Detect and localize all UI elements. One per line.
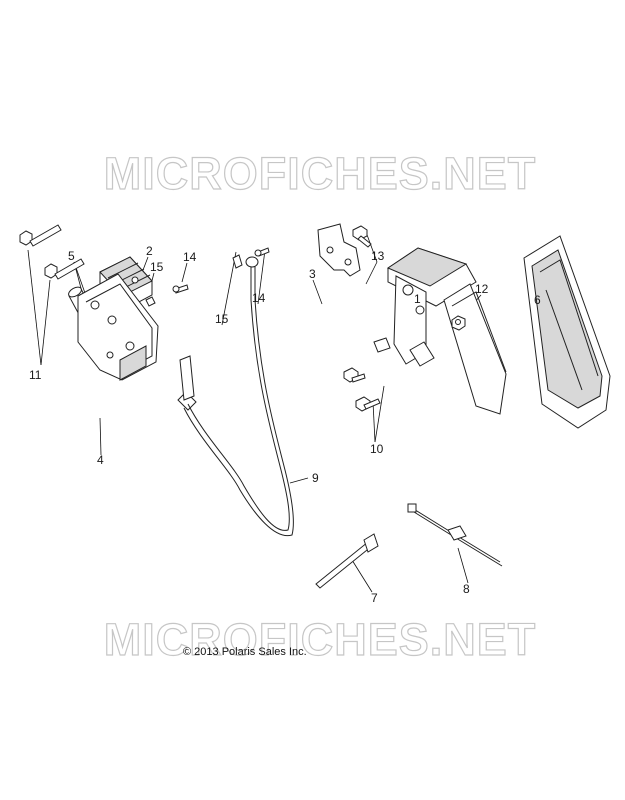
copyright-notice: © 2013 Polaris Sales Inc. (183, 646, 307, 658)
callout-2: 2 (146, 244, 153, 258)
callout-14a: 14 (183, 250, 197, 264)
part-8-harness (407, 503, 503, 567)
part-9-cable (177, 256, 294, 537)
watermark-top: MICROFICHES.NET (103, 147, 537, 199)
part-13-bolts (343, 225, 381, 412)
part-11-bolts (19, 224, 85, 280)
part-7-rod (315, 533, 379, 589)
part-12-nut (451, 315, 466, 331)
callout-15b: 15 (215, 312, 229, 326)
callout-13: 13 (371, 249, 385, 263)
callout-9: 9 (312, 471, 319, 485)
callout-10: 10 (370, 442, 384, 456)
part-4-mounting-plate (77, 273, 159, 381)
callout-15a: 15 (150, 260, 164, 274)
callout-6: 6 (534, 293, 541, 307)
part-6-cover (523, 235, 611, 429)
callout-14b: 14 (252, 291, 266, 305)
small-fasteners (145, 247, 270, 307)
callout-1: 1 (414, 292, 421, 306)
callout-8: 8 (463, 582, 470, 596)
part-3-bracket (317, 223, 361, 277)
callout-7: 7 (371, 591, 378, 605)
part-1-lever-assembly (373, 247, 507, 415)
watermark-bottom: MICROFICHES.NET (103, 613, 537, 665)
callout-5: 5 (68, 249, 75, 263)
callout-12: 12 (475, 282, 489, 296)
callout-4: 4 (97, 453, 104, 467)
callout-11: 11 (29, 368, 42, 382)
callout-3: 3 (309, 267, 316, 281)
